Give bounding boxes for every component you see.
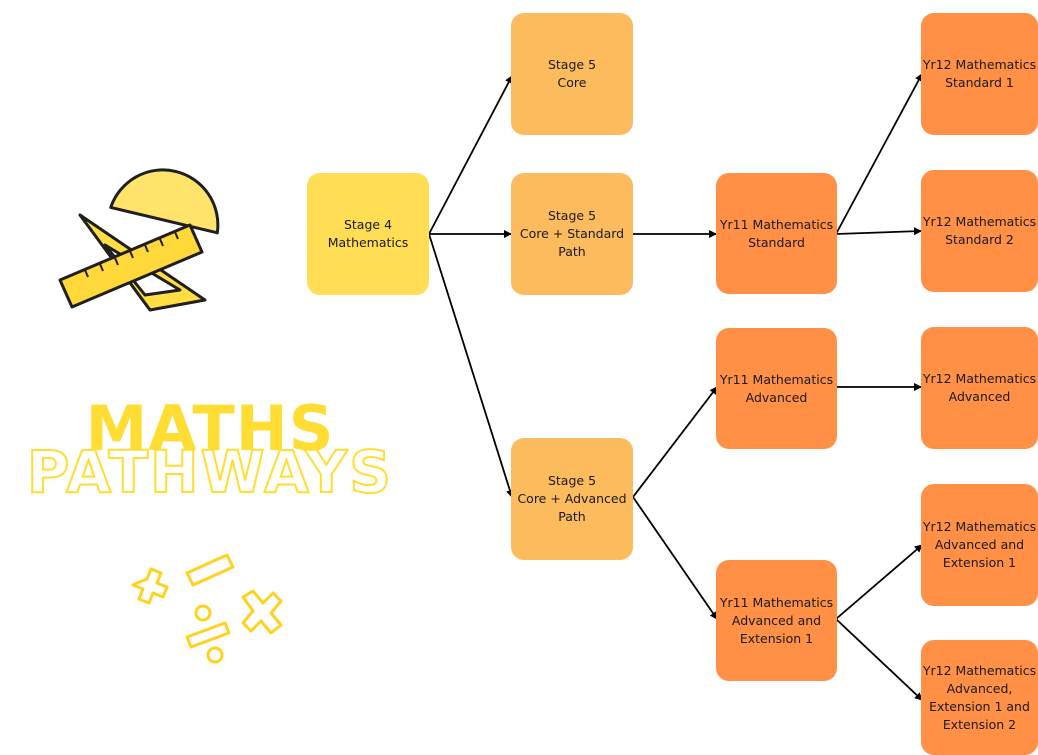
node-stage5-standard: Stage 5 Core + Standard Path	[511, 173, 633, 295]
node-stage5-core: Stage 5 Core	[511, 13, 633, 135]
node-yr11-advanced: Yr11 Mathematics Advanced	[716, 328, 837, 449]
node-yr12-standard2: Yr12 Mathematics Standard 2	[921, 170, 1038, 292]
node-yr11-standard: Yr11 Mathematics Standard	[716, 173, 837, 294]
arrow-advanced-y11ext1	[632, 496, 718, 620]
math-symbols-icon	[131, 553, 283, 664]
arrow-y11std-y12std2	[835, 227, 922, 236]
arrow-stage4-advanced	[428, 233, 514, 498]
node-yr12-extension2: Yr12 Mathematics Advanced, Extension 1 a…	[921, 640, 1038, 755]
node-stage5-advanced: Stage 5 Core + Advanced Path	[511, 438, 633, 560]
arrow-advanced-y11adv	[632, 386, 718, 498]
arrow-y11ext1-y12ext1	[835, 544, 923, 620]
node-stage4-mathematics: Stage 4 Mathematics	[307, 173, 429, 295]
arrow-y11ext1-y12ext2	[835, 618, 923, 701]
arrow-y11std-y12std1	[835, 73, 923, 235]
title-pathways: PATHWAYS	[26, 437, 394, 507]
title-maths: MATHS	[85, 392, 335, 465]
node-yr12-standard1: Yr12 Mathematics Standard 1	[921, 13, 1038, 135]
arrow-stage4-core	[428, 75, 513, 235]
node-yr11-extension1: Yr11 Mathematics Advanced and Extension …	[716, 560, 837, 681]
node-yr12-extension1: Yr12 Mathematics Advanced and Extension …	[921, 484, 1038, 606]
ruler-protractor-icon	[58, 168, 220, 312]
node-yr12-advanced: Yr12 Mathematics Advanced	[921, 327, 1038, 449]
